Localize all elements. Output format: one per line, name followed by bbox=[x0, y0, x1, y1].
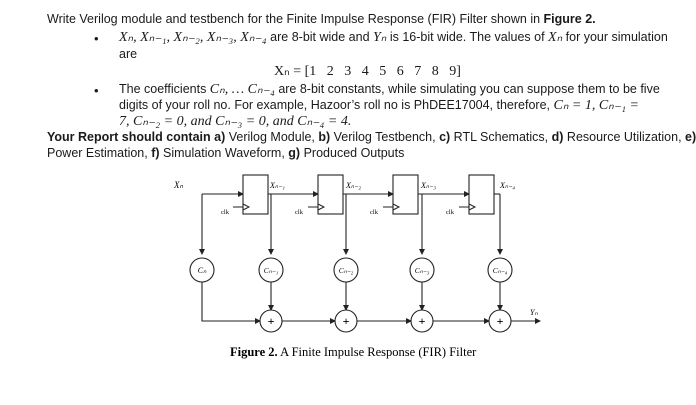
bullet-1-text-c: for your simulation bbox=[562, 30, 668, 44]
bullet-1-text-d: are bbox=[119, 47, 138, 61]
adder-1: + bbox=[259, 309, 283, 333]
input-label: Xₙ bbox=[173, 180, 183, 190]
clk-label-2: clk bbox=[295, 209, 304, 216]
output-label: Yₙ bbox=[530, 308, 538, 317]
report-lead: Your Report should contain bbox=[47, 130, 215, 144]
coef-label-3: Cₙ₋₃ bbox=[415, 266, 430, 275]
report-item-b-text: Verilog Testbench, bbox=[330, 130, 440, 144]
register-2 bbox=[308, 174, 344, 215]
coef-multiplier-3: Cₙ₋₃ bbox=[409, 257, 435, 283]
register-4 bbox=[459, 174, 495, 215]
coef-multiplier-0: Cₙ bbox=[189, 257, 215, 283]
equation: Xₙ = [1 2 3 4 5 6 7 8 9] bbox=[274, 64, 461, 79]
report-item-g-text: Produced Outputs bbox=[300, 146, 405, 160]
figure-caption-bold: Figure 2. bbox=[230, 345, 278, 359]
bullet-2-text-b: are 8-bit constants, while simulating yo… bbox=[274, 82, 660, 96]
coef-multiplier-1: Cₙ₋₁ bbox=[258, 257, 284, 283]
coef-multiplier-2: Cₙ₋₂ bbox=[333, 257, 359, 283]
report-item-b-key: b) bbox=[318, 130, 331, 144]
clk-label-4: clk bbox=[446, 209, 455, 216]
coef-label-1: Cₙ₋₁ bbox=[264, 266, 279, 275]
bullet-1-text-b: is 16-bit wide. The values of bbox=[386, 30, 549, 44]
bullet-2-line-2: digits of your roll no. For example, Haz… bbox=[119, 98, 639, 113]
adder-3: + bbox=[410, 309, 434, 333]
bullet-1-text-a: are 8-bit wide and bbox=[266, 30, 373, 44]
intro-text: Write Verilog module and testbench for t… bbox=[47, 12, 544, 26]
bullet-2-line2-text: digits of your roll no. For example, Haz… bbox=[119, 98, 554, 112]
report-item-e-text: Power Estimation, bbox=[47, 146, 152, 160]
bullet-2-coef-range: Cₙ, … Cₙ₋₄ bbox=[209, 82, 275, 97]
report-item-c-text: RTL Schematics, bbox=[450, 130, 552, 144]
intro-figure-ref: Figure 2. bbox=[543, 12, 596, 26]
report-item-c-key: c) bbox=[439, 130, 451, 144]
bullet-1-line-1: Xₙ, Xₙ₋₁, Xₙ₋₂, Xₙ₋₃, Xₙ₋₄ are 8-bit wid… bbox=[119, 30, 668, 45]
register-1 bbox=[233, 174, 269, 215]
report-item-a-text: Verilog Module, bbox=[225, 130, 319, 144]
report-item-d-key: d) bbox=[551, 130, 564, 144]
report-item-g-key: g) bbox=[288, 146, 301, 160]
figure-caption-text: A Finite Impulse Response (FIR) Filter bbox=[278, 345, 477, 359]
bullet-1-line-2: are bbox=[119, 47, 137, 62]
report-item-d-text: Resource Utilization, bbox=[563, 130, 686, 144]
reg-out-label-2: Xₙ₋₂ bbox=[345, 181, 361, 190]
adder-4: + bbox=[488, 309, 512, 333]
bullet-2-text-a: The coefficients bbox=[119, 82, 210, 96]
bullet-2-dot: • bbox=[94, 83, 99, 98]
equation-text: Xₙ = [1 2 3 4 5 6 7 8 9] bbox=[274, 64, 461, 79]
bullet-2-line-1: The coefficients Cₙ, … Cₙ₋₄ are 8-bit co… bbox=[119, 82, 660, 97]
coef-label-4: Cₙ₋₄ bbox=[493, 266, 508, 275]
sum-paths bbox=[201, 282, 541, 324]
coef-label-2: Cₙ₋₂ bbox=[339, 266, 354, 275]
adder-symbol-1: + bbox=[268, 314, 275, 328]
adder-symbol-3: + bbox=[419, 314, 426, 328]
report-line-1: Your Report should contain a) Verilog Mo… bbox=[47, 130, 696, 145]
bullet-1-yn: Yₙ bbox=[373, 30, 387, 45]
report-line-2: Power Estimation, f) Simulation Waveform… bbox=[47, 146, 404, 161]
report-item-f-key: f) bbox=[151, 146, 160, 160]
tap-lines bbox=[199, 194, 503, 255]
bullet-2-line2-math: Cₙ = 1, Cₙ₋₁ = bbox=[553, 98, 639, 113]
bullet-2-line3-math: 7, Cₙ₋₂ = 0, and Cₙ₋₃ = 0, and Cₙ₋₄ = 4. bbox=[119, 114, 352, 129]
report-item-a-key: a) bbox=[214, 130, 226, 144]
clk-label-3: clk bbox=[370, 209, 379, 216]
bullet-1-dot: • bbox=[94, 31, 99, 46]
bullet-2-line-3: 7, Cₙ₋₂ = 0, and Cₙ₋₃ = 0, and Cₙ₋₄ = 4. bbox=[119, 114, 351, 129]
adder-2: + bbox=[334, 309, 358, 333]
bullet-1-xn: Xₙ bbox=[548, 30, 563, 45]
intro-line: Write Verilog module and testbench for t… bbox=[47, 12, 596, 27]
adder-symbol-2: + bbox=[343, 314, 350, 328]
coef-multiplier-4: Cₙ₋₄ bbox=[487, 257, 513, 283]
clk-label-1: clk bbox=[221, 209, 230, 216]
report-item-f-text: Simulation Waveform, bbox=[159, 146, 289, 160]
report-item-e-key: e) bbox=[685, 130, 696, 144]
register-3 bbox=[383, 174, 419, 215]
bullet-1-vars: Xₙ, Xₙ₋₁, Xₙ₋₂, Xₙ₋₃, Xₙ₋₄ bbox=[119, 30, 267, 45]
adder-symbol-4: + bbox=[497, 314, 504, 328]
coef-label-0: Cₙ bbox=[198, 266, 207, 275]
figure-caption: Figure 2. A Finite Impulse Response (FIR… bbox=[230, 345, 477, 359]
reg-out-label-3: Xₙ₋₃ bbox=[420, 181, 436, 190]
reg-out-label-4: Xₙ₋₄ bbox=[499, 181, 515, 190]
reg-out-label-1: Xₙ₋₁ bbox=[269, 181, 285, 190]
